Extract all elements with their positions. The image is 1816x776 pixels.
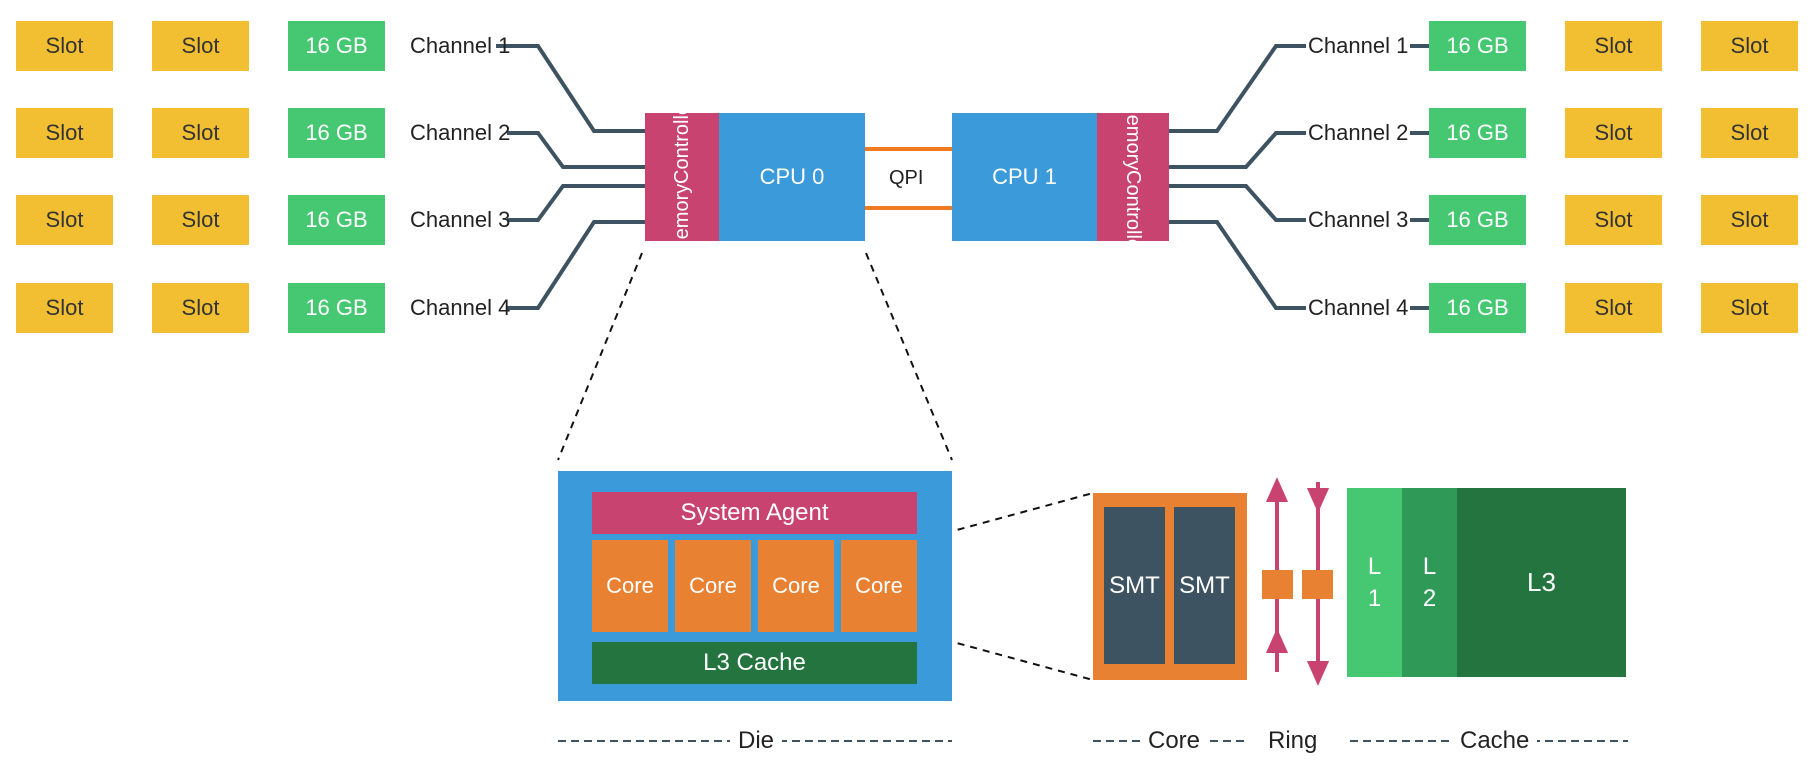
memory-slot: Slot: [1701, 283, 1798, 333]
memory-slot: Slot: [152, 283, 249, 333]
dimm-module: 16 GB: [288, 108, 385, 158]
channel-label: Channel 4: [1308, 295, 1409, 320]
memory-slot: Slot: [1565, 21, 1662, 71]
l2-letter: L: [1422, 552, 1437, 580]
controller-label-line2: Controller: [1122, 169, 1144, 257]
memory-slot: Slot: [16, 195, 113, 245]
l2-cache: L 2: [1402, 488, 1457, 677]
channel-label: Channel 3: [1308, 207, 1409, 232]
channel-label: Channel 1: [410, 33, 511, 58]
memory-slot: Slot: [152, 108, 249, 158]
channel-label: Channel 1: [1308, 33, 1409, 58]
l1-cache: L 1: [1347, 488, 1402, 677]
memory-slot: Slot: [152, 21, 249, 71]
right-channel-2-wire: [1169, 131, 1306, 169]
controller-label-line1: Memory: [671, 184, 693, 257]
left-channel-4-wire: [507, 220, 645, 310]
ring-stop: [1262, 570, 1293, 599]
legend-core: Core: [1140, 726, 1209, 756]
dimm-module: 16 GB: [1429, 21, 1526, 71]
die-core: Core: [758, 540, 834, 632]
memory-slot: Slot: [16, 21, 113, 71]
controller-label-line2: Controller: [671, 97, 693, 185]
l3-cache: L3: [1457, 488, 1626, 677]
memory-slot: Slot: [1701, 21, 1798, 71]
memory-slot: Slot: [1565, 283, 1662, 333]
legend-die: Die: [730, 726, 783, 756]
memory-slot: Slot: [16, 283, 113, 333]
channel-label: Channel 2: [1308, 120, 1409, 145]
channel-label: Channel 4: [410, 295, 511, 320]
ring-stop: [1302, 570, 1333, 599]
dimm-module: 16 GB: [1429, 108, 1526, 158]
channel-label: Channel 3: [410, 207, 511, 232]
l2-number: 2: [1422, 584, 1437, 612]
cpu0-memory-controller: Memory Controller: [645, 98, 719, 256]
l1-letter: L: [1367, 552, 1382, 580]
cpu1-memory-controller: Memory Controller: [1097, 98, 1169, 256]
dimm-module: 16 GB: [288, 21, 385, 71]
dimm-module: 16 GB: [288, 195, 385, 245]
memory-slot: Slot: [1701, 108, 1798, 158]
right-channel-1-wire: [1169, 44, 1306, 133]
right-channel-3-wire: [1169, 184, 1306, 222]
die-core: Core: [592, 540, 668, 632]
cpu0-block: CPU 0: [719, 113, 865, 241]
qpi-label: QPI: [889, 167, 924, 189]
die-core: Core: [675, 540, 751, 632]
memory-slot: Slot: [1565, 108, 1662, 158]
channel-label: Channel 2: [410, 120, 511, 145]
legend-cache: Cache: [1452, 726, 1538, 756]
dimm-module: 16 GB: [1429, 283, 1526, 333]
l1-number: 1: [1367, 584, 1382, 612]
memory-slot: Slot: [1565, 195, 1662, 245]
dimm-module: 16 GB: [288, 283, 385, 333]
cpu1-block: CPU 1: [952, 113, 1097, 241]
left-channel-2-wire: [507, 131, 645, 169]
left-channel-3-wire: [507, 184, 645, 222]
system-agent: System Agent: [592, 492, 917, 534]
controller-label-line1: Memory: [1122, 97, 1144, 170]
legend-ring: Ring: [1260, 726, 1326, 756]
smt-thread: SMT: [1104, 507, 1165, 664]
memory-slot: Slot: [1701, 195, 1798, 245]
memory-slot: Slot: [152, 195, 249, 245]
memory-slot: Slot: [16, 108, 113, 158]
dimm-module: 16 GB: [1429, 195, 1526, 245]
qpi-links: [865, 147, 952, 210]
left-channel-1-wire: [496, 44, 645, 133]
die-core: Core: [841, 540, 917, 632]
right-channel-4-wire: [1169, 220, 1306, 310]
smt-thread: SMT: [1174, 507, 1235, 664]
die-l3-cache: L3 Cache: [592, 642, 917, 684]
